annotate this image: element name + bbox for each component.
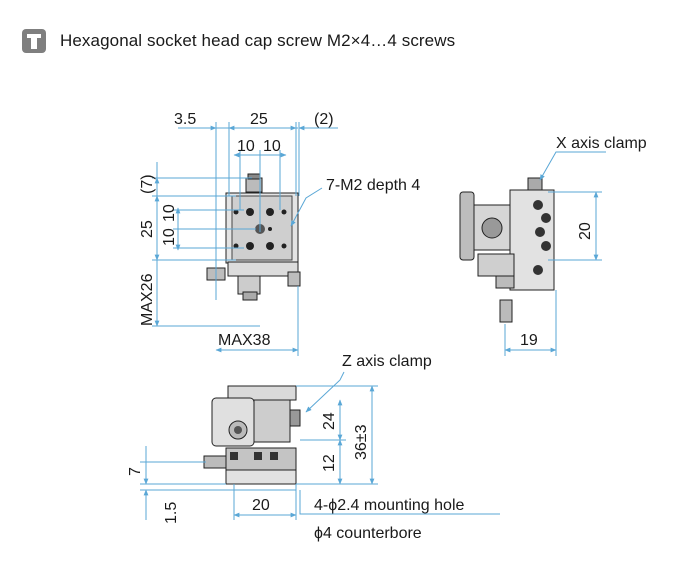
counterbore-label: ϕ4 counterbore bbox=[314, 525, 422, 542]
caption: Hexagonal socket head cap screw M2×4…4 s… bbox=[60, 31, 456, 50]
front-view-body bbox=[203, 385, 301, 485]
front-dim-width: 20 bbox=[252, 497, 270, 514]
tapped-holes-label: 7-M2 depth 4 bbox=[326, 177, 420, 194]
front-dim-lower: 12 bbox=[321, 454, 338, 472]
top-view-dimension-lines bbox=[152, 122, 338, 356]
dim-right-offset: (2) bbox=[314, 111, 334, 128]
dim-left-offset: 3.5 bbox=[174, 111, 196, 128]
dim-hole-pitch-x-1: 10 bbox=[237, 138, 255, 155]
dim-height: 25 bbox=[139, 220, 156, 238]
dim-hole-pitch-y-1: 10 bbox=[161, 204, 178, 222]
hex-socket-screw-icon bbox=[22, 29, 46, 53]
dim-top-offset: (7) bbox=[139, 174, 156, 194]
side-dim-height: 20 bbox=[577, 222, 594, 240]
z-axis-clamp-label: Z axis clamp bbox=[342, 353, 432, 370]
front-dim-upper: 24 bbox=[321, 412, 338, 430]
mounting-hole-label: 4-ϕ2.4 mounting hole bbox=[314, 497, 464, 514]
side-dim-width: 19 bbox=[520, 332, 538, 349]
top-view-labels: 3.5 25 (2) 10 10 (7) 25 10 10 MAX26 MAX3… bbox=[139, 111, 420, 349]
front-dim-bottom: 1.5 bbox=[163, 502, 180, 524]
front-dim-total: 36±3 bbox=[353, 424, 370, 460]
dim-hole-pitch-x-2: 10 bbox=[263, 138, 281, 155]
header: Hexagonal socket head cap screw M2×4…4 s… bbox=[22, 28, 455, 54]
dim-max-height: MAX26 bbox=[139, 273, 156, 326]
front-view-dimension-lines bbox=[140, 371, 500, 520]
dim-width: 25 bbox=[250, 111, 268, 128]
dim-hole-pitch-y-2: 10 bbox=[161, 228, 178, 246]
front-view-labels: Z axis clamp 24 36±3 12 7 1.5 20 4-ϕ2.4 … bbox=[127, 353, 464, 542]
front-view: Z axis clamp 24 36±3 12 7 1.5 20 4-ϕ2.4 … bbox=[127, 353, 500, 542]
side-view-dimension-lines bbox=[504, 151, 606, 356]
side-view-body bbox=[459, 177, 555, 323]
x-axis-clamp-label: X axis clamp bbox=[556, 135, 647, 152]
dim-max-width: MAX38 bbox=[218, 332, 271, 349]
front-dim-left: 7 bbox=[127, 467, 144, 476]
side-view-labels: X axis clamp 20 19 bbox=[520, 135, 647, 349]
top-view-body bbox=[206, 173, 301, 301]
top-view: 3.5 25 (2) 10 10 (7) 25 10 10 MAX26 MAX3… bbox=[139, 111, 420, 356]
side-view: X axis clamp 20 19 bbox=[459, 135, 647, 356]
